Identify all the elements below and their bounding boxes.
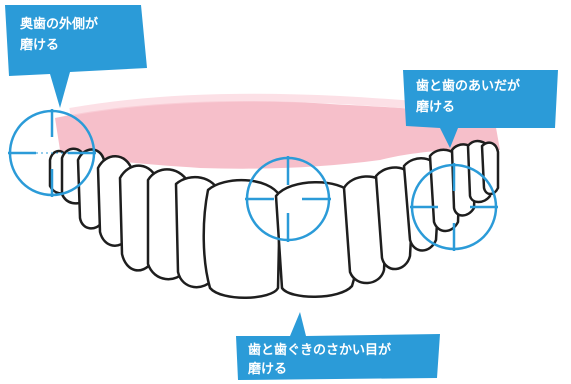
callout-between-teeth-line1: 歯と歯のあいだが <box>416 78 520 95</box>
callout-gumline-line2: 磨ける <box>248 361 391 378</box>
callout-back-teeth-line1: 奥歯の外側が <box>20 16 98 33</box>
callout-between-teeth-line2: 磨ける <box>416 99 520 116</box>
callout-gumline-text: 歯と歯ぐきのさかい目が 磨ける <box>248 342 391 378</box>
callout-gumline-line1: 歯と歯ぐきのさかい目が <box>248 342 391 359</box>
callout-back-teeth-line2: 磨ける <box>20 37 98 54</box>
callout-between-teeth-text: 歯と歯のあいだが 磨ける <box>416 78 520 116</box>
callout-back-teeth-text: 奥歯の外側が 磨ける <box>20 16 98 54</box>
